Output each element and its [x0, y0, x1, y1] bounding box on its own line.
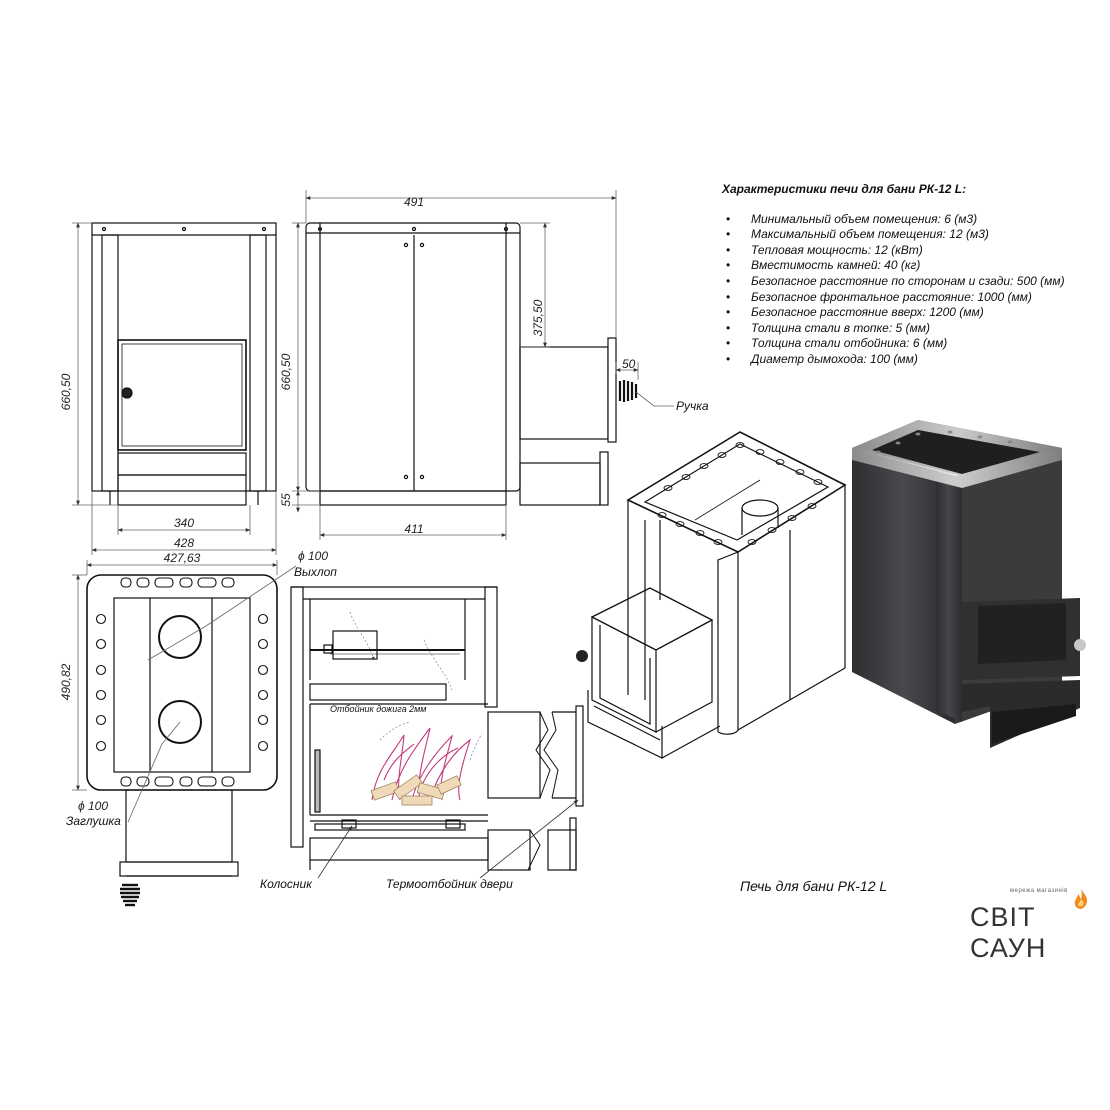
door-shield-label: Термоотбойник двери [386, 877, 513, 891]
stove-render [852, 420, 1086, 748]
spec-item: Безопасное расстояние по сторонам и сзад… [722, 274, 1106, 290]
wood-logs-icon [370, 774, 462, 806]
top-depth-dim: 490,82 [59, 663, 73, 700]
side-view-dimensions [292, 190, 674, 540]
top-view [86, 574, 278, 877]
spec-title: Характеристики печи для бани РК-12 L: [722, 182, 967, 196]
handle-label: Ручка [676, 399, 709, 413]
front-view [91, 222, 277, 506]
handle-spring-icon [618, 380, 638, 402]
baffle-label: Отбойник дожига 2мм [330, 704, 426, 714]
front-view-dimensions [72, 222, 277, 555]
flame-icon [1074, 889, 1088, 909]
side-height-dim: 660,50 [279, 353, 293, 390]
top-view-dimensions [72, 560, 297, 823]
side-base-dim: 411 [404, 522, 423, 536]
drawing-caption: Печь для бани РК-12 L [740, 878, 888, 894]
top-width-dim: 427,63 [164, 551, 201, 565]
section-leaders [317, 799, 579, 879]
spec-item: Диаметр дымохода: 100 (мм) [722, 352, 1106, 368]
door-knob-icon [121, 387, 133, 399]
spec-items: Минимальный объем помещения: 6 (м3) Макс… [722, 212, 1106, 368]
side-width-dim: 491 [404, 195, 424, 209]
isometric-holes [657, 442, 823, 545]
spec-item: Тепловая мощность: 12 (кВт) [722, 243, 1106, 259]
render-door-knob-icon [1074, 639, 1086, 651]
exhaust-label: Выхлоп [294, 565, 337, 579]
front-inner-width-dim: 340 [174, 516, 194, 530]
spec-item: Толщина стали отбойника: 6 (мм) [722, 336, 1106, 352]
plug-label: Заглушка [66, 814, 121, 828]
exhaust-diameter-dim: ϕ 100 [298, 549, 328, 563]
front-outer-width-dim: 428 [174, 536, 194, 550]
top-spring-icon [120, 883, 140, 907]
plug-outlet-icon [158, 700, 202, 744]
iso-door-knob-icon [576, 650, 588, 662]
top-view-holes [95, 577, 269, 787]
isometric-view [587, 431, 847, 759]
brand-name: СВІТ САУН [970, 902, 1047, 963]
handle-length-dim: 50 [622, 357, 636, 371]
spec-item: Минимальный объем помещения: 6 (м3) [722, 212, 1106, 228]
section-view [290, 586, 584, 871]
brand-logo: мережа магазинів СВІТ САУН [968, 888, 1096, 963]
spec-item: Максимальный объем помещения: 12 (м3) [722, 227, 1106, 243]
exhaust-outlet-icon [158, 615, 202, 659]
spec-item: Безопасное расстояние вверх: 1200 (мм) [722, 305, 1106, 321]
airflow-arrows-icon [349, 611, 483, 761]
spec-list: Характеристики печи для бани РК-12 L: Ми… [722, 182, 1106, 368]
grate-label: Колосник [260, 877, 313, 891]
spec-item: Безопасное фронтальное расстояние: 1000 … [722, 290, 1106, 306]
front-height-dim: 660,50 [59, 373, 73, 410]
spec-item: Вместимость камней: 40 (кг) [722, 258, 1106, 274]
side-upper-dim: 375,50 [531, 299, 545, 336]
brand-tagline: мережа магазинів [1010, 888, 1068, 894]
spec-item: Толщина стали в топке: 5 (мм) [722, 321, 1106, 337]
plug-diameter-dim: ϕ 100 [78, 799, 108, 813]
side-leg-dim: 55 [279, 493, 293, 507]
side-view [305, 222, 617, 506]
